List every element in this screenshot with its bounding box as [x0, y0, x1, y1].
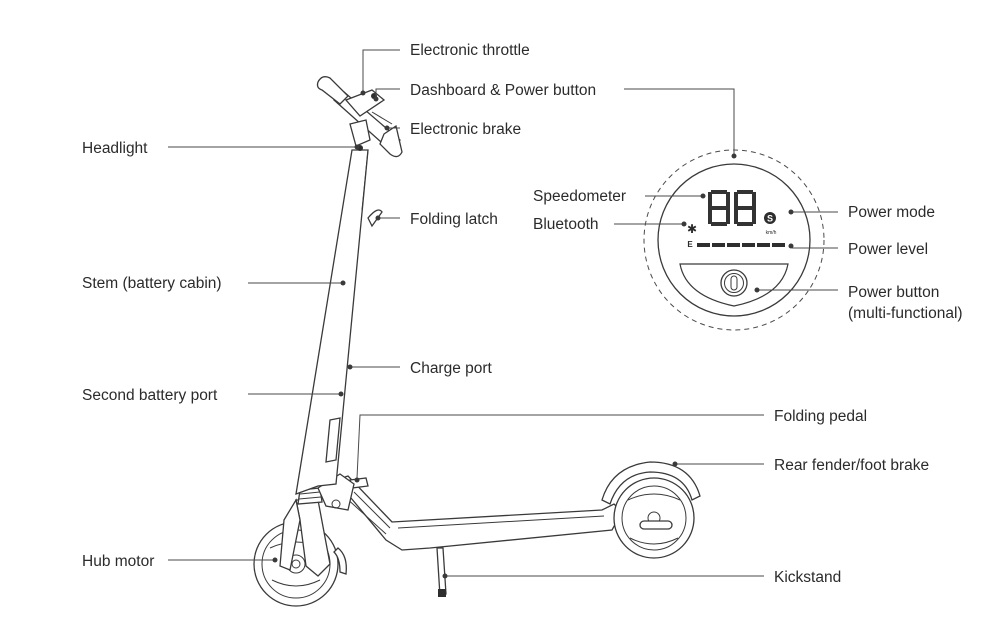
battery-segment	[757, 243, 770, 247]
stem	[295, 149, 369, 495]
battery-segment	[712, 243, 725, 247]
scooter-illustration	[253, 76, 701, 607]
label-electronic-brake: Electronic brake	[410, 121, 521, 138]
folding-latch-part	[367, 209, 383, 228]
label-dashboard-power-button: Dashboard & Power button	[410, 82, 596, 99]
label-power-mode: Power mode	[848, 204, 935, 221]
bluetooth-icon: ✱	[687, 222, 697, 236]
label-speedometer: Speedometer	[533, 188, 626, 205]
label-stem-battery-cabin: Stem (battery cabin)	[82, 275, 222, 292]
label-bluetooth: Bluetooth	[533, 216, 599, 233]
kickstand-part	[436, 547, 447, 597]
label-headlight: Headlight	[82, 140, 148, 157]
battery-segments	[697, 243, 785, 247]
speed-digits-display	[708, 190, 756, 226]
label-folding-latch: Folding latch	[410, 211, 498, 228]
rear-fender	[601, 461, 701, 505]
mode-s-icon: S	[764, 212, 776, 224]
rear-wheel	[613, 477, 695, 559]
battery-segment	[772, 243, 785, 247]
label-power-level: Power level	[848, 241, 928, 258]
handlebar	[316, 76, 403, 158]
label-rear-fender-foot-brake: Rear fender/foot brake	[774, 457, 929, 474]
label-power-button: Power button	[848, 284, 939, 301]
label-hub-motor: Hub motor	[82, 553, 154, 570]
battery-level-bar: E	[687, 240, 785, 249]
deck	[334, 475, 623, 551]
battery-segment	[697, 243, 710, 247]
label-second-battery-port: Second battery port	[82, 387, 218, 404]
power-icon[interactable]	[720, 269, 748, 297]
label-kickstand: Kickstand	[774, 569, 841, 586]
battery-segment	[727, 243, 740, 247]
battery-segment	[742, 243, 755, 247]
label-folding-pedal: Folding pedal	[774, 408, 867, 425]
dashboard-detail: S km/h ✱ E	[643, 149, 825, 331]
svg-text:S: S	[767, 214, 773, 224]
speed-unit: km/h	[766, 230, 777, 236]
battery-label: E	[687, 240, 693, 249]
label-electronic-throttle: Electronic throttle	[410, 42, 530, 59]
label-charge-port: Charge port	[410, 360, 493, 377]
leader-lines	[168, 49, 838, 579]
labels: Electronic throttle Dashboard & Power bu…	[82, 42, 963, 586]
label-power-button-subtitle: (multi-functional)	[848, 305, 963, 322]
front-fork	[279, 487, 347, 577]
